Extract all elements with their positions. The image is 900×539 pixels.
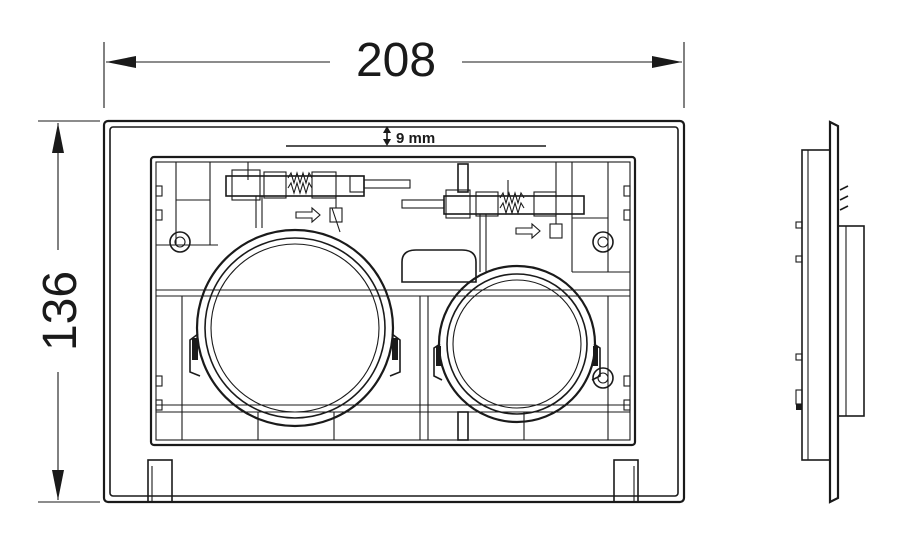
screw-boss-right-bottom	[592, 367, 614, 389]
height-dimension: 136	[34, 120, 100, 503]
front-view: 9 mm	[102, 119, 686, 504]
actuator-right	[401, 180, 585, 272]
depth-label: 9 mm	[396, 130, 435, 147]
depth-marker: 9 mm	[286, 126, 546, 147]
height-label: 136	[34, 271, 87, 351]
outer-frame	[102, 119, 686, 504]
bottom-tab-left	[147, 459, 173, 503]
large-button-ring	[189, 207, 401, 428]
screw-boss-left	[169, 231, 191, 253]
center-slot	[401, 249, 477, 283]
side-view	[795, 120, 865, 504]
small-button-ring	[433, 264, 601, 424]
actuator-left	[225, 169, 411, 228]
inner-opening	[149, 155, 637, 447]
screw-boss-right-top	[592, 231, 614, 253]
bottom-tab-right	[613, 459, 639, 503]
width-dimension: 208	[103, 34, 685, 108]
bottom-slot	[457, 411, 469, 441]
width-label: 208	[356, 34, 436, 87]
